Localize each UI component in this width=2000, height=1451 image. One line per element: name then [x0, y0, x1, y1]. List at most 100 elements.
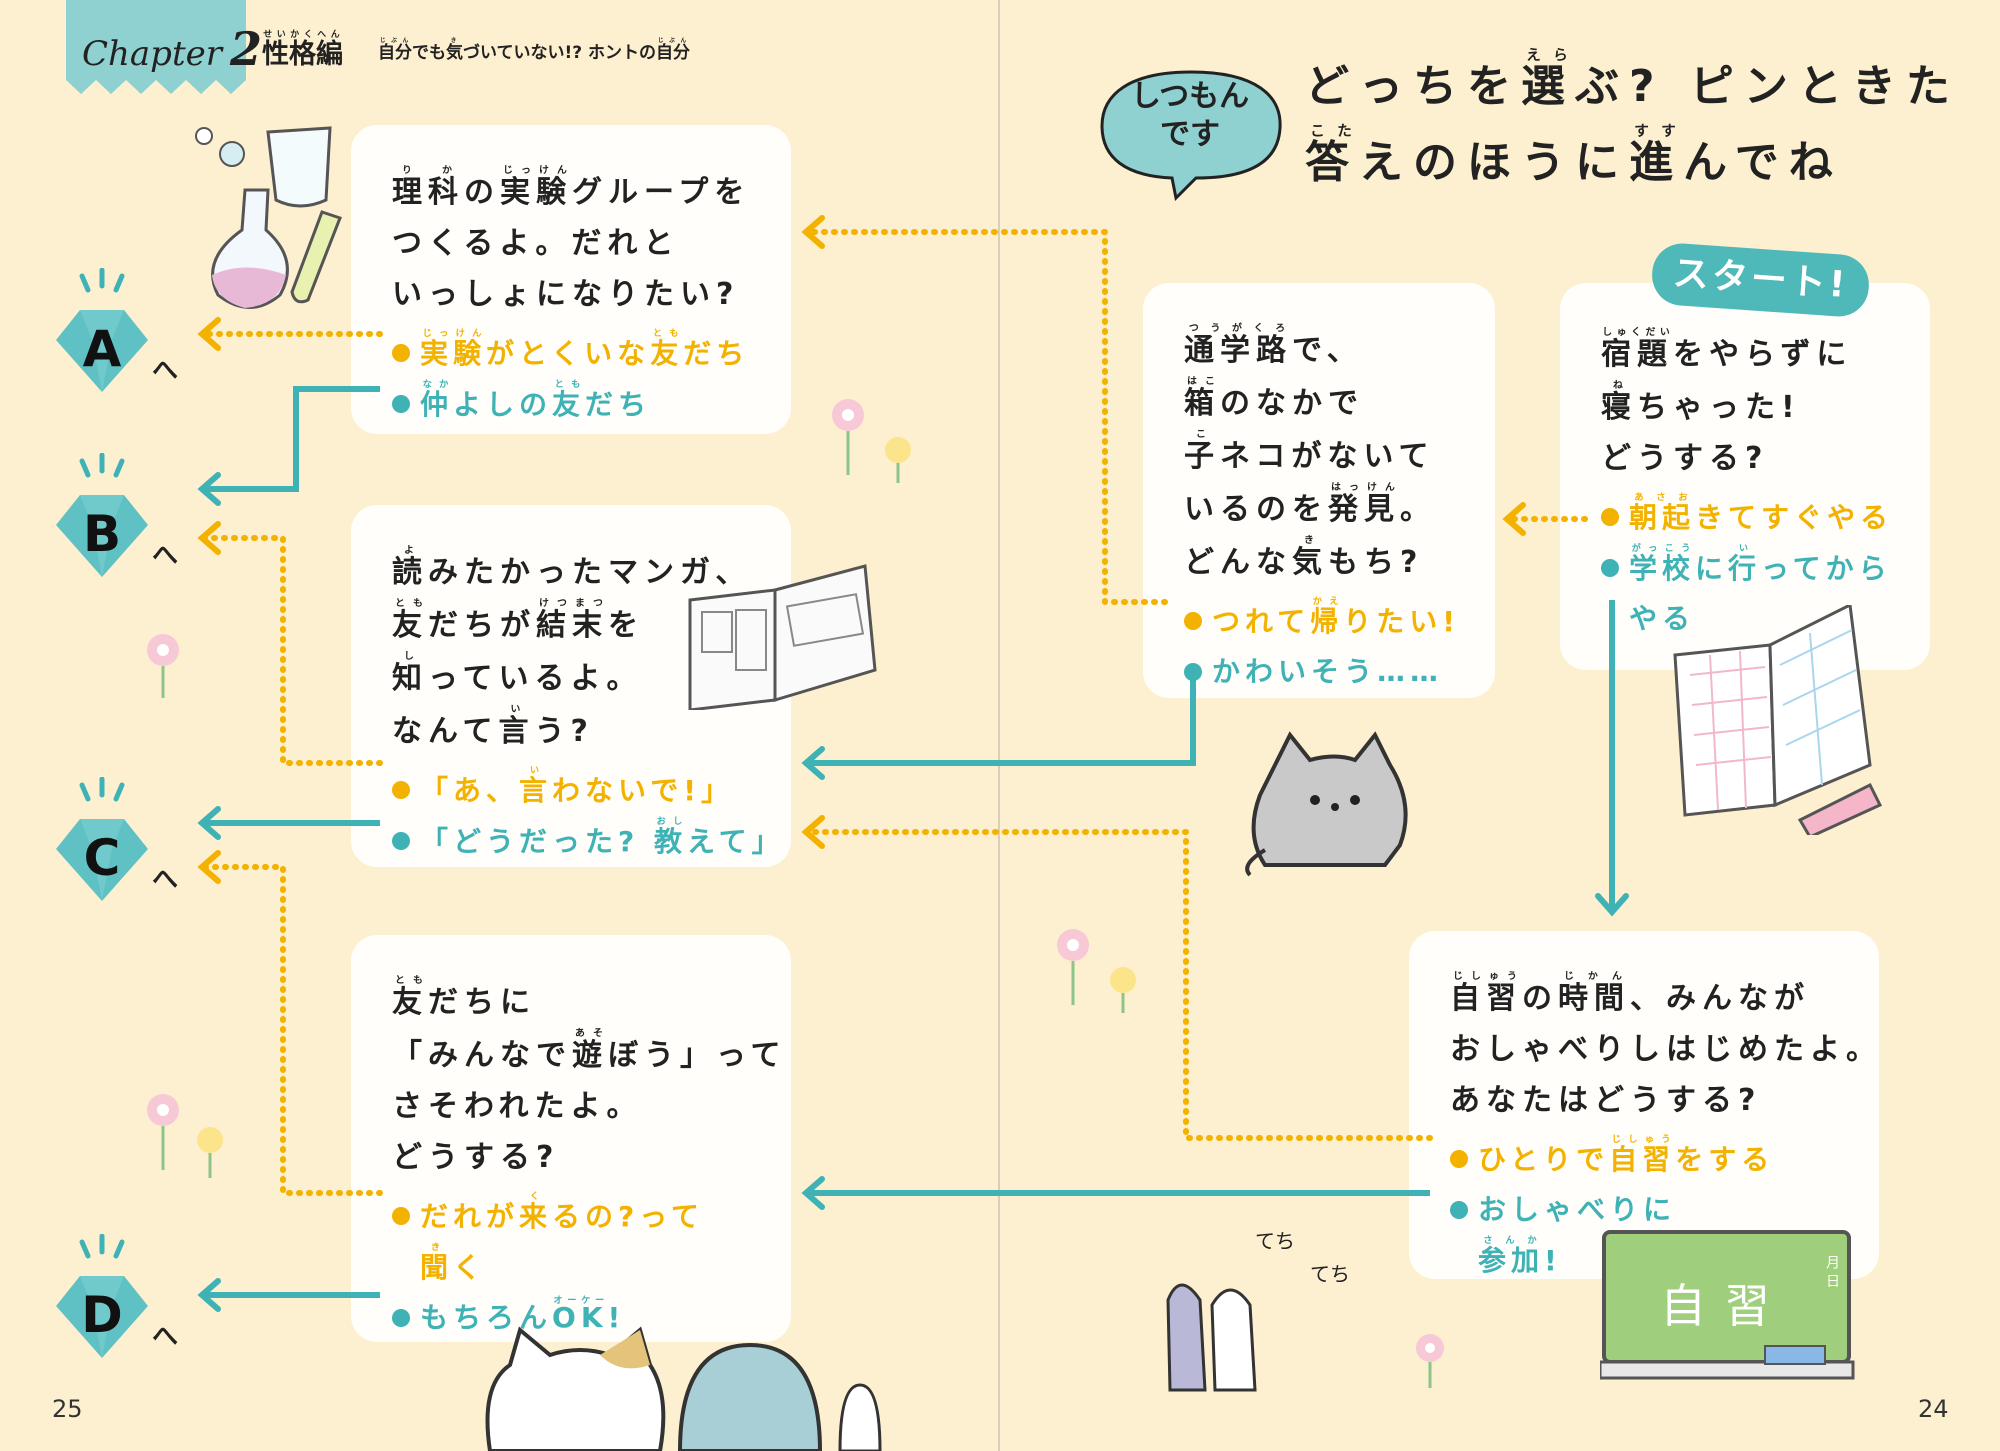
question-line: いるのを発見はっけん。 [1184, 482, 1495, 535]
result-letter: C [83, 829, 121, 887]
arrowhead-icon [1595, 893, 1629, 917]
bullet-dot-icon [392, 781, 410, 799]
ruby-text: 子こ [1184, 429, 1220, 474]
ruby-text: 参加さんか [1478, 1235, 1545, 1277]
ruby-text: 自分じぶん [656, 38, 691, 63]
answer-option-orange[interactable]: 朝起あさおきてすぐやる [1601, 492, 1930, 543]
question-line: さそわれたよ。 [392, 1081, 791, 1132]
text-segment: 「あ、 [420, 774, 520, 807]
intro-title: どっちを選えらぶ? ピンときた答こたえのほうに進すすんでね [1305, 48, 1960, 200]
text-segment: ってから [1761, 552, 1892, 585]
answer-option-teal[interactable]: やる [1601, 594, 1930, 644]
question-line: 宿題しゅくだいをやらずに [1601, 327, 1930, 380]
chalkboard-illustration [1600, 1230, 1855, 1380]
answer-option-orange[interactable]: ひとりで自習じしゅうをする [1450, 1134, 1879, 1185]
ruby-text: 読よ [392, 545, 428, 590]
question-card-manga: 読よみたかったマンガ、友ともだちが結末けつまつを知しっているよ。なんて言いう?「… [351, 505, 791, 867]
text-segment: ! [1544, 1244, 1562, 1277]
ruby-text: 仲なか [420, 379, 454, 421]
answer-option-teal[interactable]: おしゃべりに [1450, 1185, 1879, 1235]
ruby-text: 進すす [1629, 124, 1683, 188]
answer-option-teal[interactable]: かわいそう…… [1184, 647, 1495, 697]
text-segment: を [608, 608, 644, 643]
text-line: 自分じぶんでも気きづいていない!? ホントの自分じぶん [378, 38, 690, 63]
text-segment: どうする? [392, 1140, 560, 1175]
question-line: どうする? [1601, 433, 1930, 484]
gem-icon [56, 452, 148, 577]
text-segment: グループを [572, 175, 751, 210]
answer-option-teal[interactable]: 学校がっこうに行いってから [1601, 543, 1930, 594]
question-card-start: 宿題しゅくだいをやらずに寝ねちゃった!どうする?朝起あさおきてすぐやる学校がっこ… [1560, 283, 1930, 670]
result-suffix: へ [152, 356, 179, 386]
onomatopoeia-b: てち [1310, 1262, 1350, 1286]
question-line: 通学路つうがくろで、 [1184, 323, 1495, 376]
answer-option-teal[interactable]: 参加さんか! [1450, 1235, 1879, 1286]
gem-icon [56, 1233, 148, 1358]
ruby-text: 聞き [420, 1242, 454, 1284]
text-segment: おしゃべりに [1478, 1193, 1677, 1226]
flower-decoration [147, 634, 179, 698]
text-segment: かわいそう…… [1212, 655, 1444, 688]
flower-decoration [147, 1094, 223, 1178]
text-segment: ネコがないて [1220, 439, 1435, 474]
ruby-text: 結末けつまつ [536, 598, 608, 643]
ruby-text: 友とも [392, 598, 428, 643]
answer-option-teal[interactable]: 「どうだった? 教おしえて」 [392, 816, 791, 867]
answer-option-teal[interactable]: もちろんOKオーケー! [392, 1293, 791, 1343]
answer-option-orange[interactable]: 実験じっけんがとくいな友ともだち [392, 328, 791, 379]
question-line: なんて言いう? [392, 704, 791, 757]
ruby-text: OKオーケー [552, 1295, 608, 1334]
ruby-text: 宿題しゅくだい [1601, 327, 1673, 372]
question-line: いっしょになりたい? [392, 269, 791, 320]
text-segment: の [1522, 981, 1558, 1016]
text-segment: をやらずに [1673, 337, 1853, 372]
answer-option-orange[interactable]: 聞きく [392, 1242, 791, 1293]
text-line: 性格編せいかくへん [262, 30, 343, 71]
answer-option-orange[interactable]: つれて帰かえりたい! [1184, 596, 1495, 647]
flower-decoration [1416, 1334, 1444, 1388]
text-segment: やる [1629, 602, 1696, 635]
answer-option-orange[interactable]: 「あ、言いわないで!」 [392, 765, 791, 816]
ruby-text: 知し [392, 651, 428, 696]
question-line: 知しっているよ。 [392, 651, 791, 704]
text-segment: きてすぐやる [1695, 501, 1894, 534]
question-line: 子こネコがないて [1184, 429, 1495, 482]
text-segment: どうする? [1601, 441, 1769, 476]
section-title: 性格編せいかくへん [262, 30, 343, 71]
text-segment: に [1695, 552, 1729, 585]
bullet-dot-icon [1450, 1150, 1468, 1168]
ruby-text: 遊あそ [572, 1028, 608, 1073]
question-line: 理科りかの実験じっけんグループを [392, 165, 791, 218]
text-line: どっちを選えらぶ? ピンときた [1305, 48, 1960, 124]
text-segment: ぶ? ピンときた [1575, 61, 1960, 112]
page-number-left: 25 [52, 1395, 83, 1423]
characters-illustration [485, 1326, 882, 1451]
section-subtitle: 自分じぶんでも気きづいていない!? ホントの自分じぶん [378, 38, 690, 63]
answer-option-teal[interactable]: 仲なかよしの友ともだち [392, 379, 791, 430]
text-segment: 。 [1400, 492, 1436, 527]
text-segment: どんな [1184, 545, 1292, 580]
text-segment: をする [1675, 1143, 1775, 1176]
ruby-text: 友とも [650, 328, 684, 370]
ruby-text: 学校がっこう [1629, 543, 1696, 585]
text-segment: さそわれたよ。 [392, 1089, 643, 1124]
text-segment: もち? [1328, 545, 1424, 580]
ruby-text: 友とも [552, 379, 586, 421]
arrowhead-icon [197, 850, 221, 884]
flower-decoration [1057, 929, 1136, 1013]
bullet-dot-icon [392, 1309, 410, 1327]
result-suffix: へ [152, 865, 179, 895]
ruby-text: 実験じっけん [420, 328, 487, 370]
ruby-text: 理科りか [392, 165, 464, 210]
text-segment: でも [412, 43, 446, 63]
text-segment: だれが [420, 1200, 520, 1233]
ruby-text: 自習じしゅう [1450, 971, 1522, 1016]
chalkboard-date: 月 日 [1824, 1255, 1840, 1288]
text-segment: なんて [392, 714, 499, 749]
question-line: おしゃべりしはじめたよ。 [1450, 1024, 1879, 1075]
answer-option-orange[interactable]: だれが来くるの?って [392, 1191, 791, 1242]
